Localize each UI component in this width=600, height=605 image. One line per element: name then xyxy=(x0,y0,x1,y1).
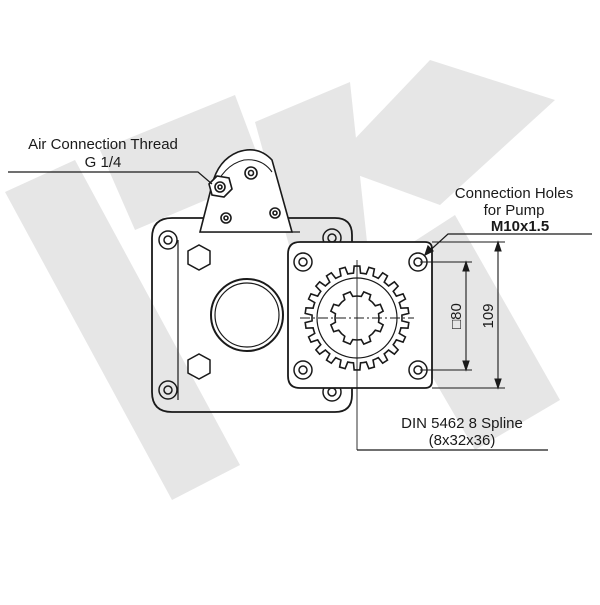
connection-holes-thread-label: M10x1.5 xyxy=(491,218,549,235)
connection-holes-sub-label: for Pump xyxy=(484,202,545,219)
dimension-80-label: □80 xyxy=(448,303,465,329)
air-connection-thread-label: G 1/4 xyxy=(85,154,122,171)
dimension-109 xyxy=(432,240,505,390)
flange-bolt-holes xyxy=(158,228,342,402)
spline-size-label: (8x32x36) xyxy=(429,432,496,449)
hex-nut-icon xyxy=(187,244,211,380)
housing-opening xyxy=(210,278,284,352)
air-connection-label: Air Connection Thread xyxy=(28,136,178,153)
spline-label: DIN 5462 8 Spline xyxy=(401,415,523,432)
dimension-80 xyxy=(420,260,472,372)
air-connection-leader xyxy=(8,171,213,185)
connection-holes-leader xyxy=(423,233,592,257)
air-connection-fitting-icon xyxy=(208,175,233,198)
connection-holes-label: Connection Holes xyxy=(455,185,573,202)
gear-centerline xyxy=(300,260,414,450)
dimension-109-label: 109 xyxy=(480,303,497,328)
watermark-logo-icon xyxy=(5,60,560,500)
